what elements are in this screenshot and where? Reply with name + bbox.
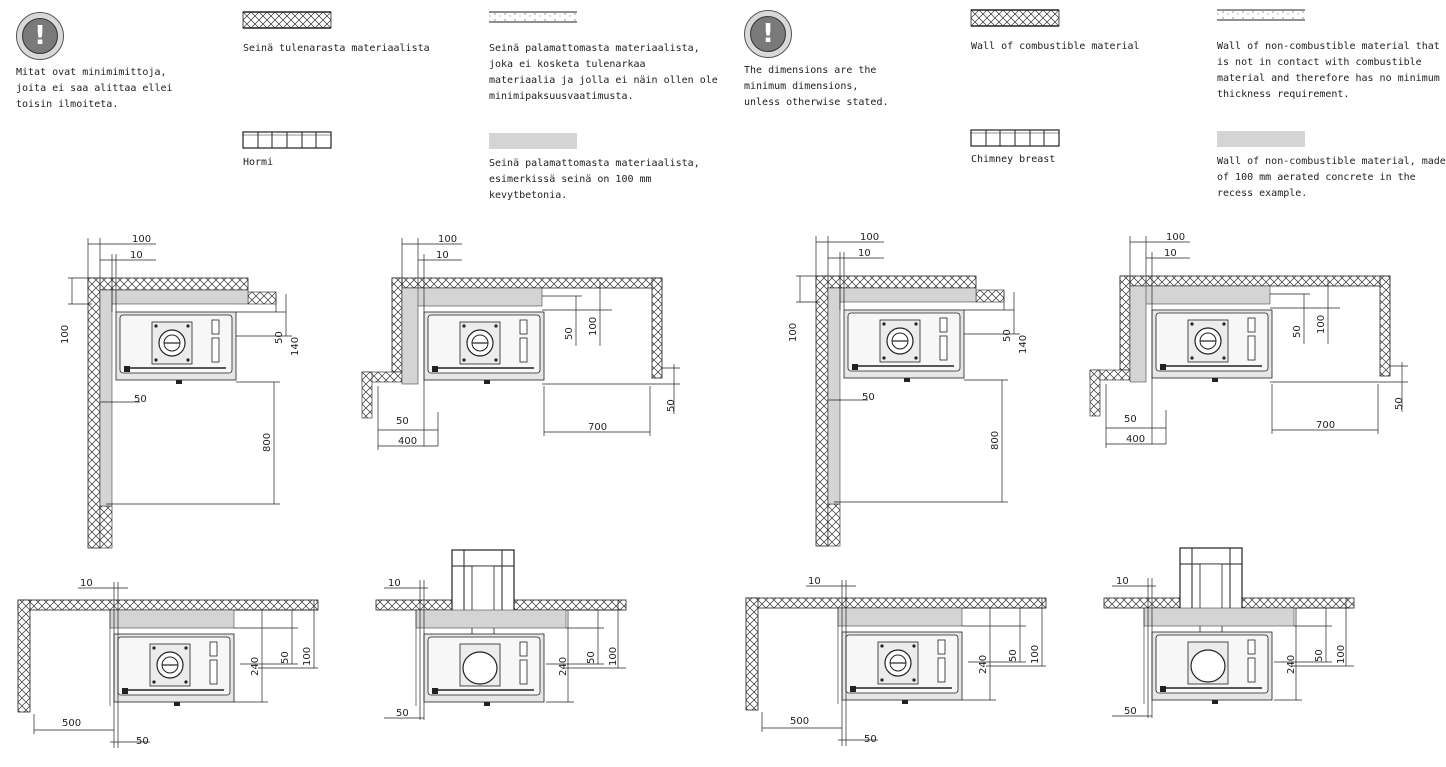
dim-wall-top-inner: 10 bbox=[80, 578, 93, 589]
dim-recess-side-outer: 400 bbox=[398, 436, 417, 447]
dim-wall-gap1: 240 bbox=[250, 657, 261, 676]
legend-combustible-fi: Seinä tulenarasta materiaalista bbox=[243, 43, 430, 54]
dim-wall-gap2: 50 bbox=[1008, 649, 1019, 662]
dim-corner-left-gap: 100 bbox=[60, 325, 71, 344]
dim-wall-gap2: 50 bbox=[280, 651, 291, 664]
legend-concrete-fi: Seinä palamattomasta materiaalista, esim… bbox=[489, 158, 700, 201]
dim-recess-top-inner: 10 bbox=[436, 250, 449, 261]
legend-concrete-en: Wall of non-combustible material, made o… bbox=[1217, 156, 1446, 199]
dim-flue-gap3: 100 bbox=[1336, 645, 1347, 664]
diagram-flue-fi: 10 240 50 100 50 bbox=[375, 549, 627, 720]
dim-recess-top-inner: 10 bbox=[1164, 248, 1177, 259]
diagram-corner-fi: 100 10 100 50 140 50 800 bbox=[60, 234, 301, 549]
dim-recess-right-gap2: 100 bbox=[1316, 315, 1327, 334]
dim-corner-right-gap1: 50 bbox=[1002, 329, 1013, 342]
notice-text-en: The dimensions are the minimum dimension… bbox=[744, 65, 889, 108]
dim-recess-side: 50 bbox=[396, 416, 409, 427]
dim-corner-right-gap2: 140 bbox=[290, 337, 301, 356]
dim-corner-top-inner: 10 bbox=[858, 248, 871, 259]
dim-corner-side: 50 bbox=[862, 392, 875, 403]
legend-chimney-en: Chimney breast bbox=[971, 154, 1056, 165]
dim-recess-front: 700 bbox=[588, 422, 607, 433]
dim-flue-gap1: 240 bbox=[1286, 655, 1297, 674]
dim-corner-right-gap1: 50 bbox=[274, 331, 285, 344]
dim-flue-bottom: 50 bbox=[396, 708, 409, 719]
dim-corner-front: 800 bbox=[262, 433, 273, 452]
dim-wall-gap3: 100 bbox=[302, 647, 313, 666]
dim-wall-bottom: 50 bbox=[136, 736, 149, 747]
dim-recess-right: 50 bbox=[1394, 397, 1405, 410]
dim-recess-side: 50 bbox=[1124, 414, 1137, 425]
dim-wall-bottom: 50 bbox=[864, 734, 877, 745]
dim-flue-gap3: 100 bbox=[608, 647, 619, 666]
diagram-recess-en: 100 10 50 100 50 400 700 50 bbox=[1089, 232, 1408, 448]
dim-recess-top-outer: 100 bbox=[1166, 232, 1185, 243]
dim-corner-top-outer: 100 bbox=[132, 234, 151, 245]
diagram-flue-en: 10 240 50 100 50 bbox=[1103, 547, 1355, 718]
dim-recess-right-gap2: 100 bbox=[588, 317, 599, 336]
legend-swatches-fi bbox=[242, 11, 578, 150]
dim-corner-right-gap2: 140 bbox=[1018, 335, 1029, 354]
legend-chimney-fi: Hormi bbox=[243, 157, 274, 168]
warning-icon-en: ! bbox=[744, 10, 792, 58]
dim-wall-left: 500 bbox=[790, 716, 809, 727]
dim-flue-gap2: 50 bbox=[586, 651, 597, 664]
dim-recess-right: 50 bbox=[666, 399, 677, 412]
dim-corner-side: 50 bbox=[134, 394, 147, 405]
warning-icon-fi: ! bbox=[16, 12, 64, 60]
dim-recess-right-gap1: 50 bbox=[1292, 325, 1303, 338]
dim-flue-top-inner: 10 bbox=[388, 578, 401, 589]
legend-noncombustible-en: Wall of non-combustible material that is… bbox=[1217, 41, 1440, 100]
dim-recess-front: 700 bbox=[1316, 420, 1335, 431]
dim-recess-side-outer: 400 bbox=[1126, 434, 1145, 445]
dim-recess-top-outer: 100 bbox=[438, 234, 457, 245]
diagram-wall-en: 10 240 50 100 500 50 bbox=[745, 576, 1047, 746]
dim-flue-bottom: 50 bbox=[1124, 706, 1137, 717]
legend-swatches-en bbox=[970, 9, 1306, 148]
dim-flue-gap2: 50 bbox=[1314, 649, 1325, 662]
dim-flue-top-inner: 10 bbox=[1116, 576, 1129, 587]
dim-recess-right-gap1: 50 bbox=[564, 327, 575, 340]
legend-noncombustible-fi: Seinä palamattomasta materiaalista, joka… bbox=[489, 43, 718, 102]
dim-corner-front: 800 bbox=[990, 431, 1001, 450]
dim-corner-left-gap: 100 bbox=[788, 323, 799, 342]
dim-corner-top-outer: 100 bbox=[860, 232, 879, 243]
dim-corner-top-inner: 10 bbox=[130, 250, 143, 261]
dim-wall-gap1: 240 bbox=[978, 655, 989, 674]
dim-wall-gap3: 100 bbox=[1030, 645, 1041, 664]
legend-combustible-en: Wall of combustible material bbox=[971, 41, 1140, 52]
diagram-corner-en: 100 10 100 50 140 50 800 bbox=[788, 232, 1029, 547]
dim-wall-left: 500 bbox=[62, 718, 81, 729]
dim-wall-top-inner: 10 bbox=[808, 576, 821, 587]
diagram-recess-fi: 100 10 50 100 50 400 700 50 bbox=[361, 234, 680, 450]
diagram-wall-fi: 10 240 50 100 500 50 bbox=[17, 578, 319, 748]
dim-flue-gap1: 240 bbox=[558, 657, 569, 676]
notice-text-fi: Mitat ovat minimimittoja, joita ei saa a… bbox=[16, 67, 173, 110]
